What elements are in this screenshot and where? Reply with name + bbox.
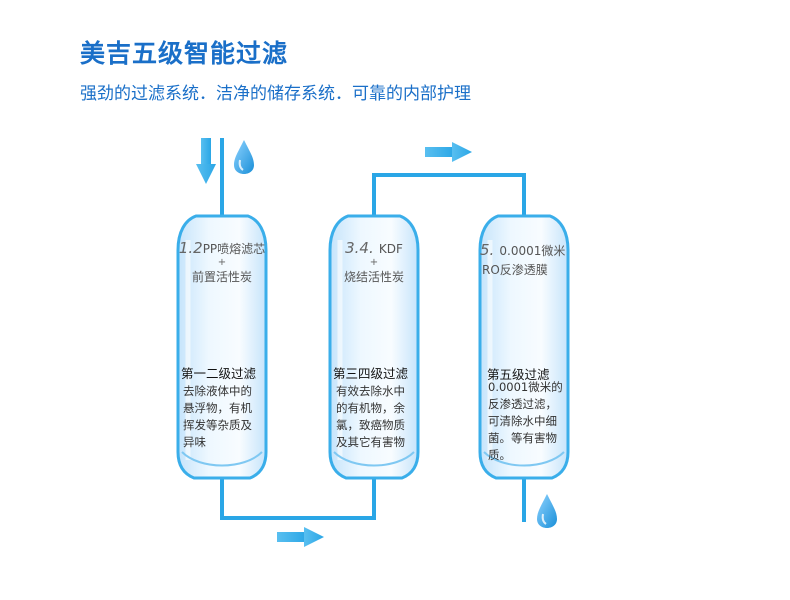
page-subtitle: 强劲的过滤系统．洁净的储存系统．可靠的内部护理 xyxy=(80,84,471,104)
filter-1-stage: 第一二级过滤 xyxy=(181,366,257,381)
filter-1-desc: 去除液体中的悬浮物，有机挥发等杂质及异味 xyxy=(183,384,252,449)
filter-1-sub: 前置活性炭 xyxy=(191,270,252,284)
filter-2-desc: 有效去除水中的有机物，余氯，致癌物质及其它有害物 xyxy=(336,384,405,449)
filter-2-name: KDF xyxy=(378,242,403,256)
filter-1-name: PP喷熔滤芯 xyxy=(202,242,266,256)
arrow-right-icon xyxy=(425,142,472,162)
filter-2-number: 3.4. xyxy=(345,239,374,257)
filter-2-plus: + xyxy=(369,257,379,268)
pipe-network xyxy=(220,138,526,522)
filter-1-number: 1.2 xyxy=(178,239,203,257)
filter-canister-3 xyxy=(478,214,570,480)
water-drop-icon xyxy=(537,494,557,528)
pipe-2-to-3 xyxy=(372,173,526,217)
arrow-down-icon xyxy=(196,138,216,184)
filter-3-number: 5. xyxy=(480,241,495,259)
pipe-1-to-2 xyxy=(220,476,376,520)
filter-3-desc: 0.0001微米的反渗透过滤，可清除水中细菌。等有害物质。 xyxy=(488,380,563,462)
filter-2-label: 3.4. KDF + 烧结活性炭 xyxy=(330,238,418,285)
filter-canister-2 xyxy=(328,214,420,480)
filter-2-stage: 第三四级过滤 xyxy=(333,366,409,381)
filter-canister-1 xyxy=(176,214,268,480)
filter-3-name: 0.0001微米 xyxy=(499,244,566,258)
filter-3-stage: 第五级过滤 xyxy=(487,367,550,382)
filter-1-label: 1.2PP喷熔滤芯 + 前置活性炭 xyxy=(176,238,268,285)
arrow-right-icon xyxy=(277,527,324,547)
filter-2-sub: 烧结活性炭 xyxy=(343,270,404,284)
page-title: 美吉五级智能过滤 xyxy=(80,39,289,68)
filter-3-label: 5. 0.0001微米 RO反渗透膜 xyxy=(478,240,572,278)
filter-3-sub: RO反渗透膜 xyxy=(482,263,548,277)
filter-1-plus: + xyxy=(217,257,227,268)
water-drop-icon xyxy=(234,140,254,174)
